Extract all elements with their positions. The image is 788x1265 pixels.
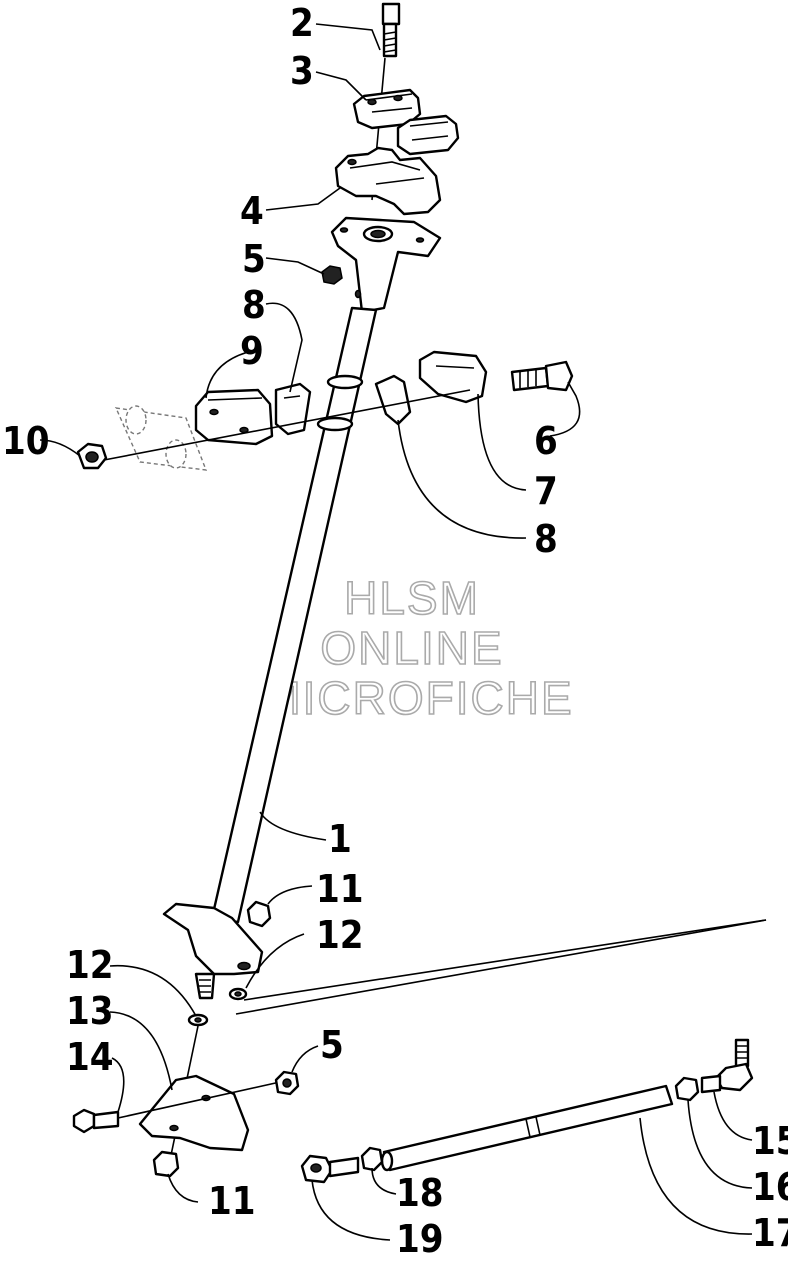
part-tie-rod-end-left <box>300 1154 360 1184</box>
callout-1: 1 <box>328 817 352 861</box>
part-nut-11b <box>152 1150 180 1178</box>
callout-15: 15 <box>752 1119 788 1163</box>
part-nut-10 <box>76 442 108 470</box>
callout-7: 7 <box>534 469 558 513</box>
watermark: HLSM ONLINE MICROFICHE <box>262 571 573 725</box>
part-nut-18 <box>360 1146 384 1172</box>
callout-3: 3 <box>290 49 314 93</box>
callout-6: 6 <box>534 419 558 463</box>
part-nut-5a <box>321 265 343 285</box>
callout-10: 10 <box>2 419 50 463</box>
part-bolt-6 <box>510 360 574 392</box>
part-tie-rod <box>380 1084 674 1172</box>
callout-11: 11 <box>316 867 364 911</box>
part-mount-bracket <box>138 1074 250 1152</box>
callout-5: 5 <box>242 237 266 281</box>
part-column-bottom <box>162 902 264 1000</box>
callout-14: 14 <box>66 1035 114 1079</box>
part-washer-12a <box>228 987 248 1001</box>
watermark-line-1: HLSM <box>344 572 480 624</box>
part-frame-tube <box>114 405 208 471</box>
part-bolt-14 <box>72 1108 120 1134</box>
part-steering-column <box>210 306 378 924</box>
watermark-line-3: MICROFICHE <box>262 672 573 724</box>
callout-11b: 11 <box>208 1179 256 1223</box>
part-bearing-half-right <box>374 374 412 426</box>
part-clamp-upper <box>352 88 422 130</box>
leader-lines <box>39 23 753 1241</box>
part-nut-5b <box>274 1070 300 1096</box>
part-washer-12b <box>187 1013 209 1027</box>
callout-13: 13 <box>66 989 114 1033</box>
callout-12b: 12 <box>66 943 114 987</box>
callout-8: 8 <box>242 283 266 327</box>
part-clamp-block <box>334 146 442 216</box>
callout-5b: 5 <box>320 1023 344 1067</box>
part-nut-16 <box>674 1076 700 1102</box>
watermark-line-2: ONLINE <box>320 622 503 674</box>
callout-9: 9 <box>240 329 264 373</box>
part-nut-11a <box>246 900 272 928</box>
part-clamp-7 <box>418 350 488 404</box>
callout-16: 16 <box>752 1165 788 1209</box>
part-bolt-top <box>381 2 401 58</box>
callout-18: 18 <box>396 1171 444 1215</box>
part-clamp-9 <box>194 388 274 446</box>
callout-4: 4 <box>240 189 264 233</box>
callout-8b: 8 <box>534 517 558 561</box>
callout-12: 12 <box>316 913 364 957</box>
callout-19: 19 <box>396 1217 444 1261</box>
part-column-top-plate <box>330 216 442 314</box>
callout-2: 2 <box>290 1 314 45</box>
part-clamp-upper-2 <box>396 114 460 156</box>
callout-17: 17 <box>752 1211 788 1255</box>
part-tie-rod-end-right <box>700 1038 754 1094</box>
